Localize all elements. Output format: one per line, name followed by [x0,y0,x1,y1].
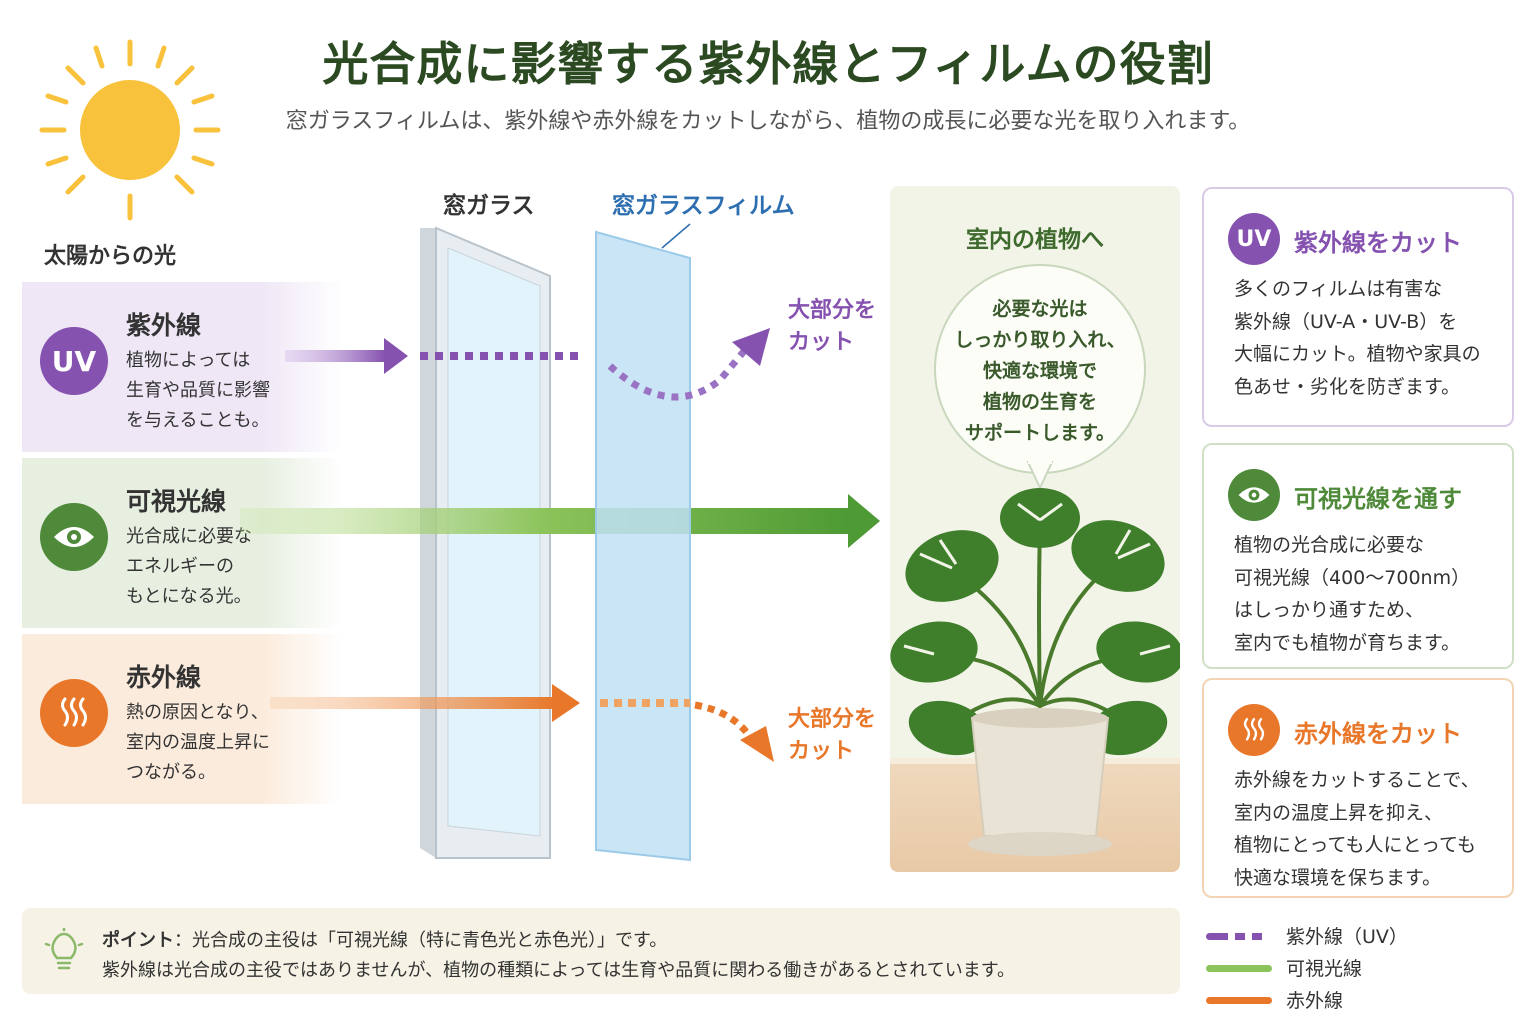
point-text-1: ：光合成の主役は「可視光線（特に青色光と赤色光）」です。 [174,930,668,951]
ir-ray [270,697,555,709]
visible-band: 可視光線 光合成に必要な エネルギーの もとになる光。 [22,458,342,628]
uv-arrowhead [384,338,408,374]
glass-label: 窓ガラス [443,193,535,219]
legend-item-ir: 赤外線 [1206,984,1516,1016]
ir-desc: 熱の原因となり、 室内の温度上昇に つながる。 [126,702,270,783]
visible-card: 可視光線を通す 植物の光合成に必要な 可視光線（400〜700nm） はしっかり… [1202,443,1514,669]
legend-label-ir: 赤外線 [1286,990,1344,1012]
ir-deflect [694,701,755,742]
visible-card-title: 可視光線を通す [1294,485,1462,513]
legend-label-uv: 紫外線（UV） [1286,926,1408,948]
heat-waves-icon [1228,704,1280,756]
visible-arrowhead [848,494,880,548]
uv-deflect-head [732,328,770,366]
visible-ray [240,508,850,534]
potted-plant-illustration [890,456,1180,856]
uv-cut-label: 大部分を カット [788,298,877,355]
uv-band: UV 紫外線 植物によっては 生育や品質に影響 を与えることも。 [22,282,342,452]
room-panel: 室内の植物へ 必要な光は しっかり取り入れ、 快適な環境で 植物の生育を サポー… [890,186,1180,872]
ir-card: 赤外線をカット 赤外線をカットすることで、 室内の温度上昇を抑え、 植物にとって… [1202,678,1514,898]
visible-card-desc: 植物の光合成に必要な 可視光線（400〜700nm） はしっかり通すため、 室内… [1234,534,1471,654]
uv-desc: 植物によっては 生育や品質に影響 を与えることも。 [126,350,270,431]
sun-label: 太陽からの光 [44,244,177,269]
legend: 紫外線（UV） 可視光線 赤外線 [1206,920,1516,1016]
bubble-text: 必要な光は しっかり取り入れ、 快適な環境で 植物の生育を サポートします。 [954,298,1126,444]
uv-card: UV 紫外線をカット 多くのフィルムは有害な 紫外線（UV-A・UV-B）を 大… [1202,187,1514,427]
page-title: 光合成に影響する紫外線とフィルムの役割 [322,37,1214,91]
point-label: ポイント [102,930,174,951]
ir-title: 赤外線 [126,663,202,692]
uv-title: 紫外線 [126,311,202,340]
page-subtitle: 窓ガラスフィルムは、紫外線や赤外線をカットしながら、植物の成長に必要な光を取り入… [285,109,1251,134]
uv-card-title: 紫外線をカット [1294,229,1462,257]
uv-ray [285,350,385,362]
window-glass [420,226,551,859]
film-label: 窓ガラスフィルム [612,193,795,219]
eye-icon [40,503,108,571]
legend-item-uv: 紫外線（UV） [1206,920,1516,952]
uv-card-desc: 多くのフィルムは有害な 紫外線（UV-A・UV-B）を 大幅にカット。植物や家具… [1234,278,1481,398]
sun-icon [39,39,221,221]
uv-deflect [607,347,748,401]
window-film [595,230,691,862]
ir-arrowhead [552,684,580,722]
film-pointer [661,223,691,249]
visible-title: 可視光線 [126,487,227,516]
uv-badge: UV [40,327,108,395]
visible-desc: 光合成に必要な エネルギーの もとになる光。 [126,526,252,607]
legend-label-visible: 可視光線 [1286,958,1363,980]
point-line-1: ポイント：光合成の主役は「可視光線（特に青色光と赤色光）」です。 [102,926,667,952]
ir-card-desc: 赤外線をカットすることで、 室内の温度上昇を抑え、 植物にとっても人にとっても … [1234,769,1480,889]
heat-waves-icon [40,679,108,747]
point-line-2: 紫外線は光合成の主役ではありませんが、植物の種類によっては生育や品質に関わる働き… [102,960,1015,981]
ir-deflect-head [740,726,774,762]
legend-item-visible: 可視光線 [1206,952,1516,984]
room-title: 室内の植物へ [966,227,1104,253]
legend-line-uv [1206,933,1272,940]
eye-icon [1228,469,1280,521]
lightbulb-icon [44,928,84,970]
uv-card-badge: UV [1228,213,1280,265]
ir-card-title: 赤外線をカット [1294,720,1462,748]
legend-line-ir [1206,997,1272,1004]
point-box: ポイント：光合成の主役は「可視光線（特に青色光と赤色光）」です。 紫外線は光合成… [22,908,1180,994]
ir-band: 赤外線 熱の原因となり、 室内の温度上昇に つながる。 [22,634,342,804]
speech-bubble: 必要な光は しっかり取り入れ、 快適な環境で 植物の生育を サポートします。 [934,264,1146,474]
legend-line-visible [1206,965,1272,972]
ir-cut-label: 大部分を カット [788,707,877,764]
